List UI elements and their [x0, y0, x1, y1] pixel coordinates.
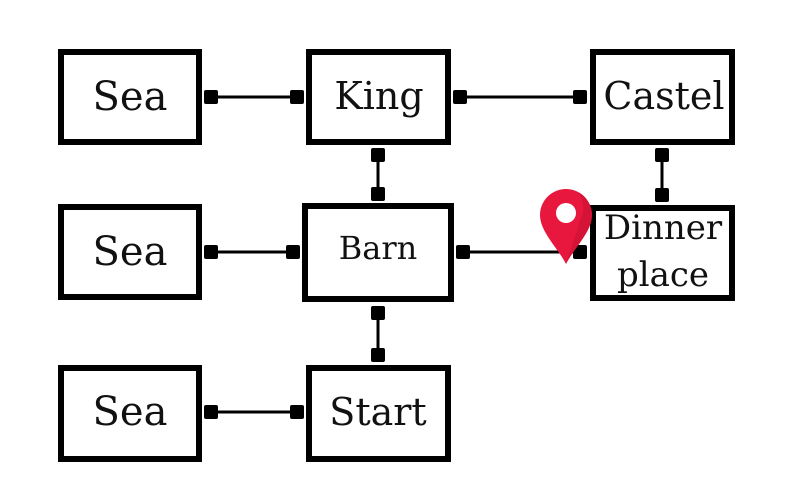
node-label-castel: Castel	[603, 74, 724, 118]
port	[286, 245, 300, 259]
port	[371, 348, 385, 362]
node-label-start: Start	[329, 390, 426, 434]
port	[573, 90, 587, 104]
node-label-barn: Barn	[339, 229, 418, 267]
port	[573, 245, 587, 259]
node-label-king: King	[334, 74, 423, 118]
node-dinner-place	[590, 205, 735, 301]
map-pin-hole	[556, 203, 576, 223]
map-pin-shape	[540, 189, 592, 264]
port	[655, 188, 669, 202]
port	[204, 405, 218, 419]
port	[290, 90, 304, 104]
map-pin-shade	[566, 192, 592, 264]
node-castel	[590, 49, 735, 145]
port	[655, 148, 669, 162]
node-label-dinner-line1: Dinner	[604, 208, 723, 248]
node-king	[306, 49, 451, 145]
connector-ends	[204, 90, 669, 419]
node-barn	[302, 203, 454, 302]
node-sea-mid	[58, 204, 202, 300]
port	[371, 306, 385, 320]
port	[290, 405, 304, 419]
port	[371, 187, 385, 201]
node-sea-top	[58, 49, 202, 145]
port	[204, 90, 218, 104]
node-sea-bottom	[58, 365, 202, 462]
nodes	[58, 49, 735, 462]
node-label-sea-mid: Sea	[93, 229, 168, 275]
node-label-sea-top: Sea	[93, 74, 168, 120]
port	[456, 245, 470, 259]
node-start	[306, 365, 451, 462]
node-label-dinner-line2: place	[617, 255, 709, 295]
port	[453, 90, 467, 104]
node-label-sea-bottom: Sea	[93, 389, 168, 435]
port	[204, 245, 218, 259]
port	[371, 148, 385, 162]
map-pin-icon	[540, 189, 592, 264]
